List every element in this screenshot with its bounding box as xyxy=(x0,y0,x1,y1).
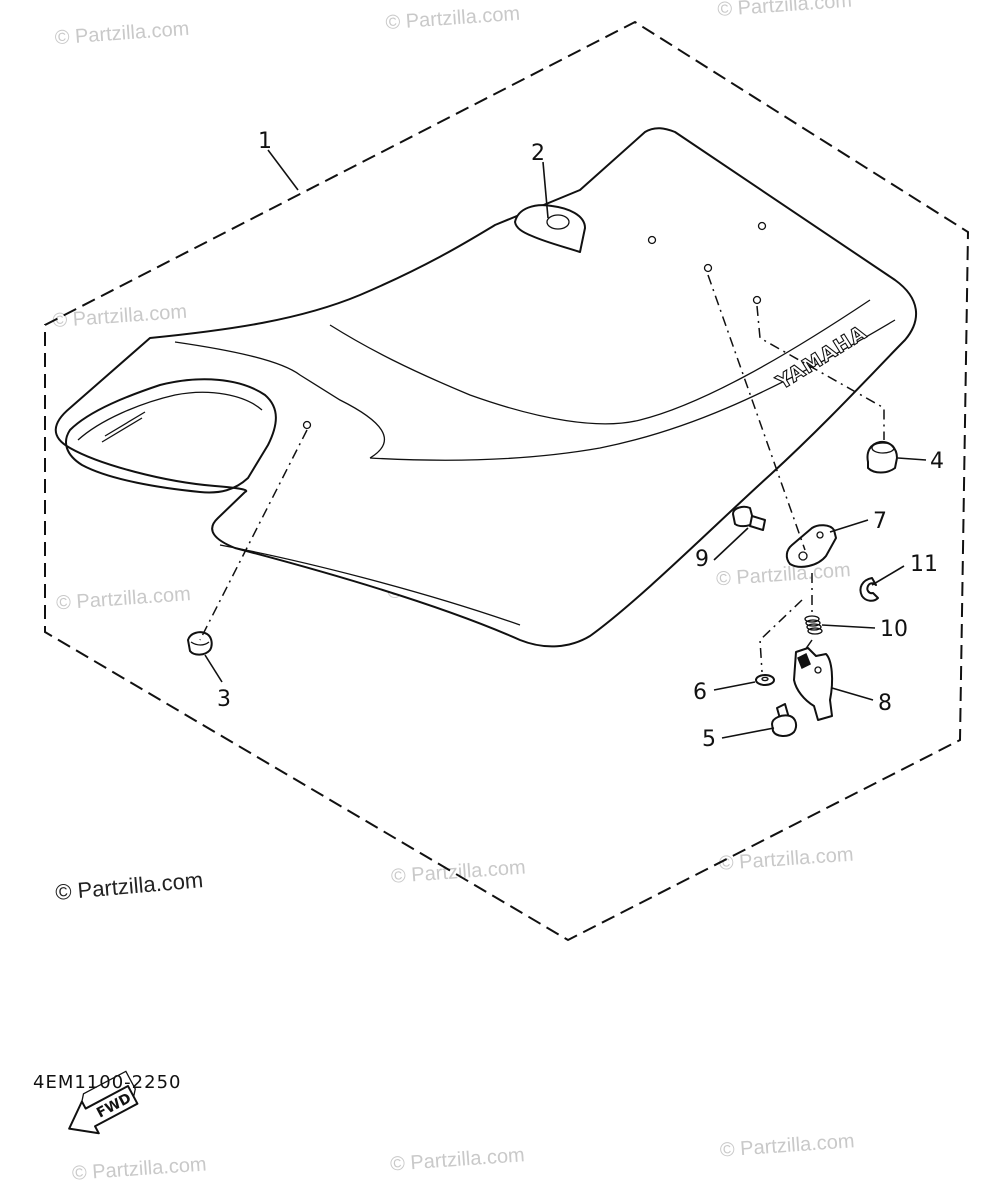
guide-line xyxy=(707,274,806,551)
mounting-hole xyxy=(302,420,312,430)
mounting-hole xyxy=(757,221,767,231)
guide-line xyxy=(199,429,308,641)
forward-direction-arrow: FWD xyxy=(68,1070,139,1135)
guide-line xyxy=(756,305,885,440)
seat-inner-panel xyxy=(65,378,277,494)
fwd-arrow-outline xyxy=(68,1085,139,1135)
part-6-washer-hole xyxy=(761,676,769,682)
hardware-parts xyxy=(187,440,898,737)
leader-3 xyxy=(204,654,223,683)
callout-leaders xyxy=(204,149,927,739)
part-3-grommet-rim xyxy=(190,641,210,646)
seat-assembly: YAMAHA xyxy=(54,127,918,648)
watermark: © Partzilla.com xyxy=(52,301,188,332)
leader-8 xyxy=(831,687,874,701)
callout-6: 6 xyxy=(693,680,707,705)
diagram-code: 4EM1100-2250 xyxy=(33,1072,181,1093)
part-11-clip xyxy=(859,577,879,602)
assembly-boundary xyxy=(44,20,970,942)
assembly-guide-lines xyxy=(199,274,885,673)
callout-4: 4 xyxy=(930,449,944,474)
watermark-primary: © Partzilla.com xyxy=(54,867,204,905)
seat-contour xyxy=(369,319,896,461)
callout-5: 5 xyxy=(702,727,716,752)
callout-1: 1 xyxy=(258,129,272,154)
callout-11: 11 xyxy=(910,552,938,577)
callout-8: 8 xyxy=(878,691,892,716)
part-8-hole xyxy=(814,666,822,674)
mounting-hole xyxy=(647,235,657,245)
seat-contour xyxy=(329,299,871,425)
callout-7: 7 xyxy=(873,509,887,534)
part-3-grommet xyxy=(187,631,213,656)
watermark: © Partzilla.com xyxy=(71,1153,207,1184)
seat-contour xyxy=(219,544,521,626)
leader-4 xyxy=(897,457,927,461)
watermark: © Partzilla.com xyxy=(390,856,526,887)
seat-cushion xyxy=(54,127,918,648)
grab-handle-hole xyxy=(546,214,570,230)
watermark: © Partzilla.com xyxy=(54,18,190,49)
part-8-latch-notch xyxy=(797,652,811,670)
watermark: © Partzilla.com xyxy=(55,583,191,614)
callout-3: 3 xyxy=(217,687,231,712)
leader-9 xyxy=(713,527,749,561)
callout-9: 9 xyxy=(695,547,709,572)
grab-handle-part-2 xyxy=(514,204,586,253)
callouts: 1 2 3 4 5 6 7 8 9 10 11 xyxy=(217,129,944,752)
seat-inner-panel-edge xyxy=(77,391,263,441)
part-10-spring xyxy=(804,615,823,635)
leader-5 xyxy=(721,727,775,739)
seat-inner-clip xyxy=(101,411,146,443)
part-7-hole xyxy=(816,531,824,539)
leader-1 xyxy=(267,149,299,191)
watermark: © Partzilla.com xyxy=(718,844,854,875)
mounting-hole xyxy=(752,295,762,305)
part-9-bolt-shaft xyxy=(749,515,766,531)
watermark: © Partzilla.com xyxy=(715,559,851,590)
leader-2 xyxy=(542,161,549,219)
part-5-screw-head xyxy=(771,714,798,737)
leader-7 xyxy=(829,519,869,533)
watermark: © Partzilla.com xyxy=(717,0,853,21)
seat-contour xyxy=(174,341,385,459)
watermark: © Partzilla.com xyxy=(719,1130,855,1161)
part-7-hole xyxy=(798,551,808,561)
watermark: © Partzilla.com xyxy=(389,1144,525,1175)
leader-11 xyxy=(871,565,905,586)
watermark: © Partzilla.com xyxy=(385,3,521,34)
callout-10: 10 xyxy=(880,617,908,642)
fwd-arrow-depth xyxy=(81,1070,136,1102)
leader-10 xyxy=(821,624,876,629)
mounting-hole xyxy=(703,263,713,273)
part-4-cap-top xyxy=(871,442,895,454)
leader-6 xyxy=(713,681,756,691)
callout-2: 2 xyxy=(531,141,545,166)
guide-line xyxy=(804,573,813,651)
